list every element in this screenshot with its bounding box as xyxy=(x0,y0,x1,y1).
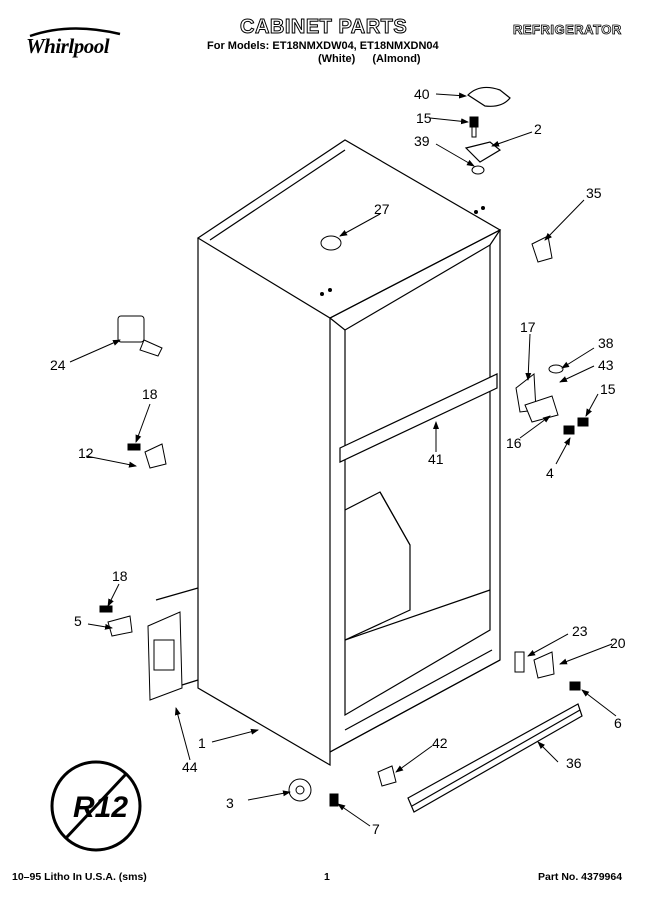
part-7-screw xyxy=(329,793,339,807)
callout-15-center: 15 xyxy=(600,381,616,397)
part-42-clip xyxy=(377,765,397,787)
r12-badge-text: R12 xyxy=(73,791,128,824)
callout-41: 41 xyxy=(428,451,444,467)
callout-16: 16 xyxy=(506,435,522,451)
callout-6: 6 xyxy=(614,715,622,731)
callout-35: 35 xyxy=(586,185,602,201)
part-38-washer xyxy=(548,364,564,374)
callout-44: 44 xyxy=(182,759,198,775)
top-holes xyxy=(320,206,485,296)
part-5-bracket xyxy=(107,615,133,637)
callout-18-lower: 18 xyxy=(112,568,128,584)
part-24-leveler xyxy=(117,315,163,357)
part-36-grille xyxy=(407,703,583,813)
part-15-screw-center xyxy=(577,417,589,427)
callout-5: 5 xyxy=(74,613,82,629)
callout-3: 3 xyxy=(226,795,234,811)
part-4-screw xyxy=(563,425,575,435)
callout-38: 38 xyxy=(598,335,614,351)
print-info: 10–95 Litho In U.S.A. (sms) xyxy=(12,871,147,883)
callout-27: 27 xyxy=(374,201,390,217)
part-23-bracket xyxy=(514,651,525,673)
whirlpool-logo: Whirlpool xyxy=(26,34,110,58)
callout-43: 43 xyxy=(598,357,614,373)
part-number: Part No. 4379964 xyxy=(538,871,623,883)
callout-42: 42 xyxy=(432,735,448,751)
callout-18-upper: 18 xyxy=(142,386,158,402)
callout-2: 2 xyxy=(534,121,542,137)
callout-7: 7 xyxy=(372,821,380,837)
part-35-clip xyxy=(531,235,553,263)
models-line: For Models: ET18NMXDW04, ET18NMXDN04 xyxy=(207,40,439,52)
part-44-side-bracket xyxy=(147,611,183,701)
callout-40: 40 xyxy=(414,86,430,102)
callout-1: 1 xyxy=(198,735,206,751)
page-title: CABINET PARTS xyxy=(239,16,408,39)
callout-39: 39 xyxy=(414,133,430,149)
leader-lines xyxy=(69,92,617,827)
category-label: REFRIGERATOR xyxy=(513,22,622,38)
r12-badge xyxy=(50,760,142,852)
part-3-roller xyxy=(288,778,312,802)
callout-15-top: 15 xyxy=(416,110,432,126)
logo-swoosh xyxy=(29,27,121,38)
page-number: 1 xyxy=(324,871,330,883)
callout-4: 4 xyxy=(546,465,554,481)
callout-20: 20 xyxy=(610,635,626,651)
part-39-spacer xyxy=(471,165,485,175)
callout-12: 12 xyxy=(78,445,94,461)
part-20-bracket xyxy=(533,651,555,679)
part-40-hinge-cover xyxy=(467,86,511,107)
part-2-top-hinge xyxy=(464,141,502,163)
colors-line: (White) (Almond) xyxy=(318,53,421,65)
callout-labels: 40 15 2 39 27 35 24 17 38 43 15 18 12 41… xyxy=(50,86,626,837)
part-12-bracket xyxy=(144,443,167,469)
cabinet-drawing xyxy=(149,139,502,767)
part-6-screw xyxy=(569,681,581,691)
callout-36: 36 xyxy=(566,755,582,771)
part-15-screw-top xyxy=(469,116,479,138)
callout-23: 23 xyxy=(572,623,588,639)
part-27-plug xyxy=(320,235,342,251)
part-18-screw-upper xyxy=(127,443,141,451)
part-18-screw-lower xyxy=(99,605,113,613)
callout-24: 24 xyxy=(50,357,66,373)
callout-17: 17 xyxy=(520,319,536,335)
